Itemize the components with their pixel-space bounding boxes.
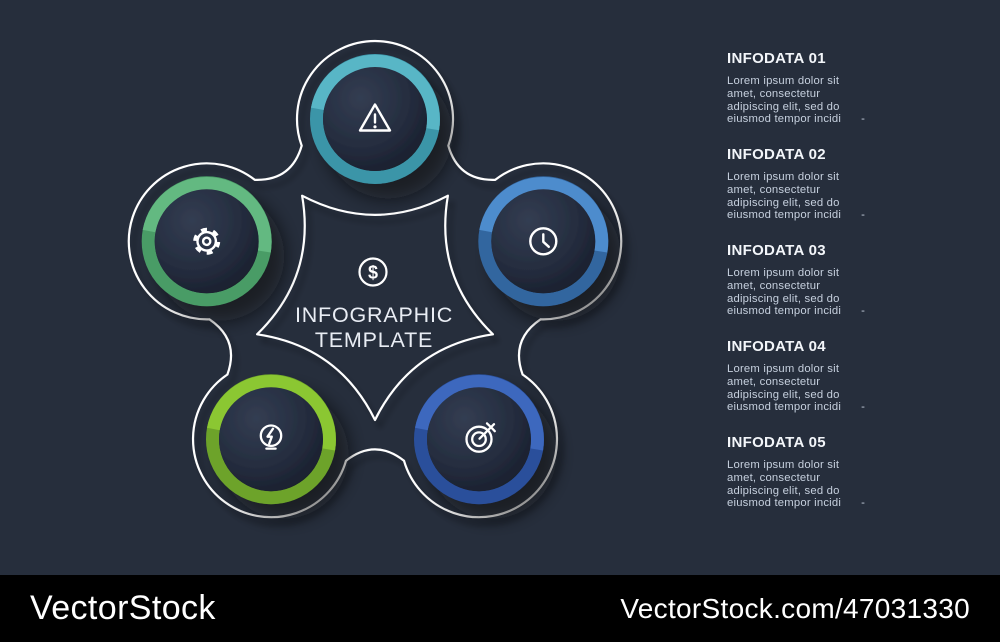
diagram-nodes bbox=[141, 54, 609, 505]
info-block: INFODATA 03 Lorem ipsum dolor sit amet, c… bbox=[727, 242, 902, 318]
dollar-icon: $ bbox=[358, 257, 388, 287]
infographic-diagram: $ INFOGRAPHIC TEMPLATE bbox=[127, 40, 623, 519]
info-title: INFODATA 03 bbox=[727, 242, 826, 259]
node-inner-circle bbox=[154, 189, 259, 294]
outer-loop-line bbox=[127, 40, 623, 519]
info-body: Lorem ipsum dolor sit amet, consectetur … bbox=[727, 459, 866, 510]
info-body: Lorem ipsum dolor sit amet, consectetur … bbox=[727, 171, 866, 222]
node-ring bbox=[207, 374, 336, 451]
info-title: INFODATA 01 bbox=[727, 50, 826, 67]
info-block: INFODATA 02 Lorem ipsum dolor sit amet, c… bbox=[727, 146, 902, 222]
info-panel: INFODATA 01 Lorem ipsum dolor sit amet, c… bbox=[727, 50, 902, 510]
info-body: Lorem ipsum dolor sit amet, consectetur … bbox=[727, 267, 866, 318]
center-label: $ INFOGRAPHIC TEMPLATE bbox=[295, 257, 453, 352]
center-title-line2: TEMPLATE bbox=[315, 328, 433, 352]
watermark-bar: VectorStock VectorStock.com/47031330 bbox=[0, 575, 1000, 642]
center-title-line1: INFOGRAPHIC bbox=[295, 303, 453, 327]
node-ring bbox=[479, 176, 609, 253]
node-ring bbox=[415, 374, 544, 451]
info-title: INFODATA 02 bbox=[727, 146, 826, 163]
watermark-url: VectorStock.com/47031330 bbox=[620, 592, 970, 624]
info-title: INFODATA 05 bbox=[727, 434, 826, 451]
diagram-node-02 bbox=[478, 176, 609, 307]
info-body: Lorem ipsum dolor sit amet, consectetur … bbox=[727, 75, 866, 126]
info-block: INFODATA 05 Lorem ipsum dolor sit amet, c… bbox=[727, 434, 902, 510]
info-body: Lorem ipsum dolor sit amet, consectetur … bbox=[727, 363, 866, 414]
diagram-node-01 bbox=[310, 54, 440, 184]
diagram-node-04 bbox=[206, 374, 336, 505]
diagram-node-05 bbox=[141, 176, 272, 307]
brand-logo: VectorStock bbox=[30, 589, 216, 627]
connector-outline bbox=[127, 40, 623, 519]
info-block: INFODATA 04 Lorem ipsum dolor sit amet, c… bbox=[727, 338, 902, 414]
center-blob-outline bbox=[256, 194, 494, 422]
node-ring bbox=[311, 54, 440, 131]
diagram-node-03 bbox=[414, 374, 544, 505]
info-block: INFODATA 01 Lorem ipsum dolor sit amet, c… bbox=[727, 50, 902, 126]
node-ring bbox=[142, 176, 272, 253]
info-title: INFODATA 04 bbox=[727, 338, 826, 355]
dollar-symbol: $ bbox=[368, 263, 378, 283]
